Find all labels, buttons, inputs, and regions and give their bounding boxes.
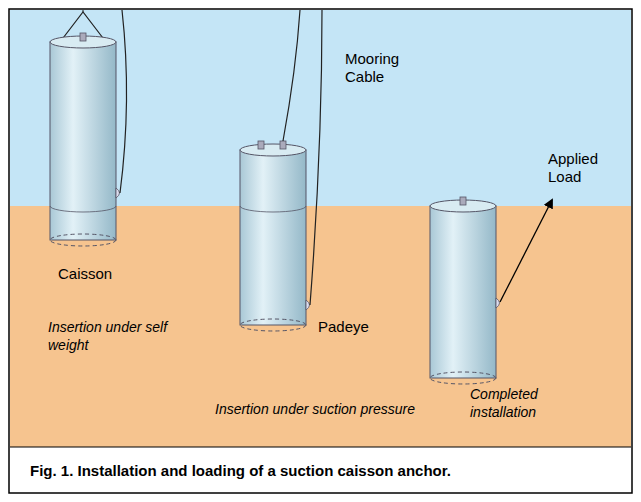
caisson-right xyxy=(430,197,552,384)
figure-caption: Fig. 1. Installation and loading of a su… xyxy=(30,462,620,480)
frame xyxy=(9,9,632,493)
stage-label: Insertion under suction pressure xyxy=(215,400,455,418)
load-arrow xyxy=(500,200,552,302)
caisson-left xyxy=(50,10,127,246)
part-label: Caisson xyxy=(58,265,148,283)
stage-label: Completed installation xyxy=(470,385,565,421)
cable-label: Mooring Cable xyxy=(345,50,425,86)
load-label: Applied Load xyxy=(548,150,618,186)
stage-label: Insertion under self weight xyxy=(48,318,178,354)
part-label: Padeye xyxy=(318,318,408,336)
caisson-middle xyxy=(240,10,322,331)
seabed xyxy=(10,206,631,447)
